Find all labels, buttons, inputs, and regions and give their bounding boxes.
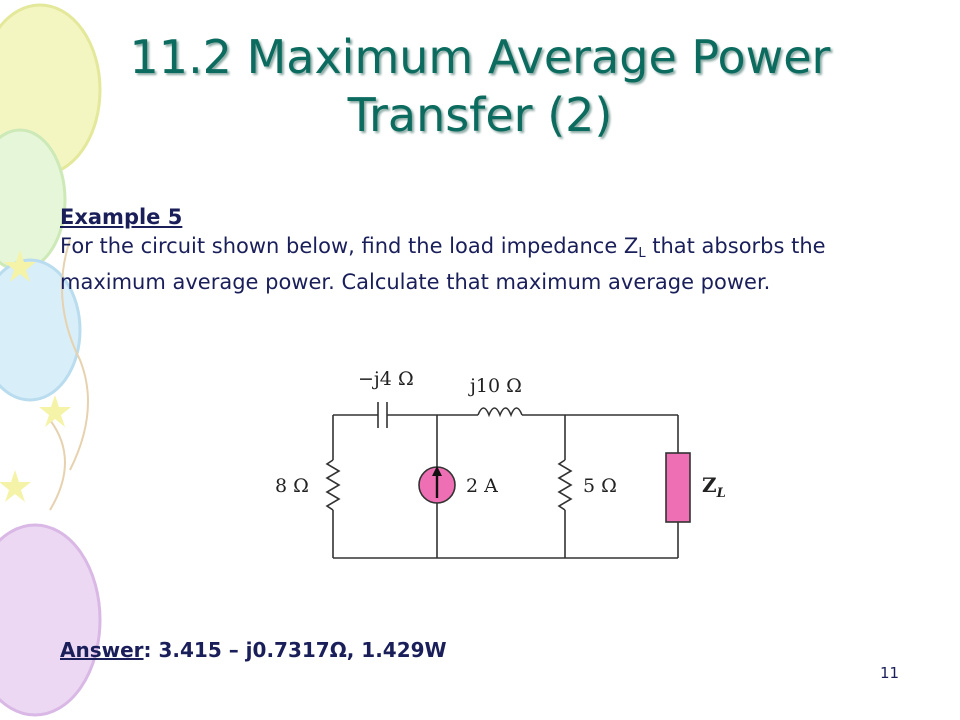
load-label: ZL [702, 473, 726, 501]
title-line-2: Transfer (2) [347, 88, 613, 142]
star-decoration [39, 395, 71, 427]
answer: Answer: 3.415 – j0.7317Ω, 1.429W [60, 638, 447, 662]
resistor-8-ohm [325, 459, 341, 511]
answer-value: : 3.415 – j0.7317Ω, 1.429W [143, 638, 447, 662]
problem-part-1: For the circuit shown below, find the lo… [60, 234, 639, 258]
problem-statement: For the circuit shown below, find the lo… [60, 234, 826, 294]
circuit-diagram: −j4 Ω j10 Ω 8 Ω 2 A 5 Ω ZL [275, 368, 726, 559]
resistor2-label: 5 Ω [583, 475, 617, 497]
example-heading: Example 5 [60, 205, 183, 229]
answer-label: Answer [60, 638, 144, 662]
resistor-5-ohm [557, 459, 573, 511]
resistor1-label: 8 Ω [275, 475, 309, 497]
inductor-label: j10 Ω [468, 375, 522, 397]
star-decoration [0, 470, 31, 502]
inductor [477, 407, 523, 418]
title-line-1: 11.2 Maximum Average Power [129, 30, 831, 84]
current-arrow-head [432, 466, 442, 476]
capacitor-label: −j4 Ω [358, 368, 414, 390]
problem-part-2: that absorbs the maximum average power. … [60, 234, 826, 294]
star-decoration [4, 250, 36, 282]
page-number: 11 [880, 664, 900, 682]
balloon-purple [0, 523, 102, 717]
problem-subscript: L [638, 246, 646, 261]
source-label: 2 A [466, 475, 498, 497]
capacitor [377, 402, 388, 428]
balloon-blue [0, 258, 82, 402]
slide-title: 11.2 Maximum Average Power Transfer (2) [40, 28, 920, 144]
problem-text: Example 5 For the circuit shown below, f… [60, 203, 930, 297]
load-impedance [665, 452, 691, 523]
